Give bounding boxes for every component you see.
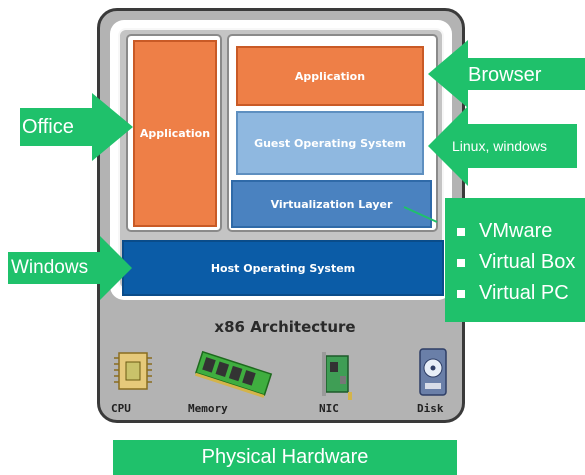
hypervisor-item: Virtual Box: [457, 247, 585, 278]
hypervisor-list: VMware Virtual Box Virtual PC: [445, 198, 585, 322]
cpu-icon: [114, 352, 152, 390]
nic-icon: [322, 352, 352, 400]
guest-os-box: Guest Operating System: [236, 111, 424, 175]
disk-label: Disk: [417, 402, 444, 415]
virtualization-layer-box: Virtualization Layer: [231, 180, 432, 228]
linux-arrow: [428, 106, 577, 186]
bullet-icon: [457, 289, 465, 298]
hypervisor-label: VMware: [479, 220, 553, 242]
virtualization-connector: [403, 206, 438, 223]
office-label: Office: [22, 115, 74, 138]
hypervisor-label: Virtual Box: [479, 251, 576, 273]
architecture-label: x86 Architecture: [214, 318, 356, 336]
memory-label: Memory: [188, 402, 228, 415]
hypervisor-item: Virtual PC: [457, 278, 585, 309]
cpu-label: CPU: [111, 402, 131, 415]
browser-arrow: [428, 40, 585, 108]
guest-application-box: Application: [236, 46, 424, 106]
windows-arrow: [8, 236, 132, 300]
nic-label: NIC: [319, 402, 339, 415]
office-arrow: [20, 93, 133, 161]
physical-hardware-label: Physical Hardware: [113, 440, 457, 475]
bullet-icon: [457, 258, 465, 267]
hypervisor-label: Virtual PC: [479, 282, 569, 304]
native-application-box: Application: [133, 40, 217, 227]
linux-label: Linux, windows: [452, 138, 547, 154]
host-os-box: Host Operating System: [122, 240, 444, 296]
hypervisor-item: VMware: [457, 216, 585, 247]
memory-icon: [194, 350, 273, 398]
disk-icon: [419, 348, 447, 396]
windows-label: Windows: [11, 257, 89, 278]
browser-label: Browser: [468, 63, 542, 86]
bullet-icon: [457, 227, 465, 236]
